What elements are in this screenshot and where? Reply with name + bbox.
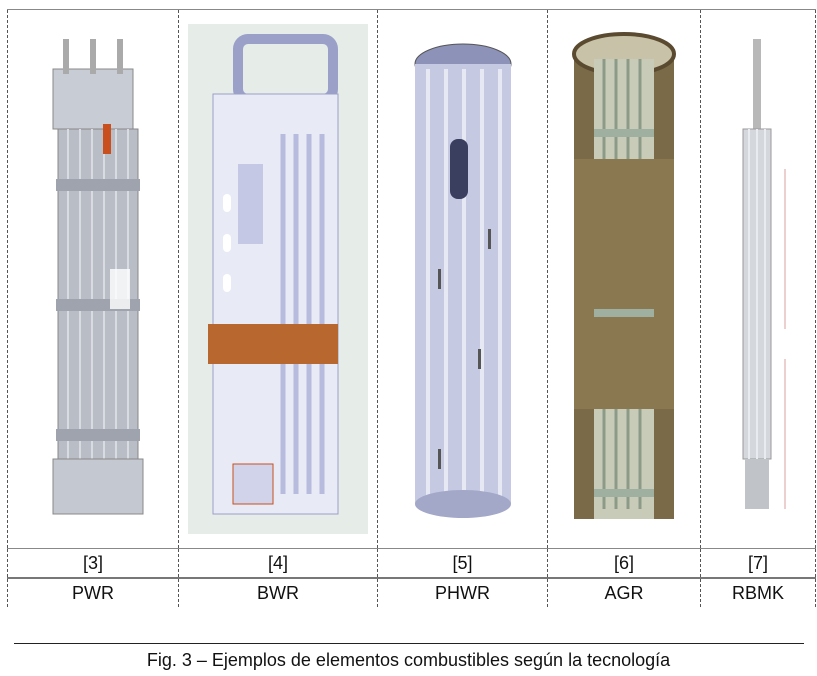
figure-caption: Fig. 3 – Ejemplos de elementos combustib… bbox=[146, 650, 671, 670]
agr-label: AGR bbox=[547, 578, 701, 607]
phwr-reference: [5] bbox=[377, 548, 548, 579]
phwr-label: PHWR bbox=[377, 578, 548, 607]
pwr-image-cell bbox=[7, 9, 179, 549]
agr-image-cell bbox=[547, 9, 701, 549]
pwr-fuel-assembly-image bbox=[52, 39, 144, 515]
caption-divider bbox=[14, 643, 804, 644]
pwr-reference: [3] bbox=[7, 548, 179, 579]
rbmk-fuel-assembly-image bbox=[742, 39, 786, 509]
bwr-image-cell bbox=[178, 9, 378, 549]
bwr-fuel-assembly-image bbox=[188, 24, 368, 534]
agr-fuel-element-image bbox=[572, 32, 676, 519]
agr-reference: [6] bbox=[547, 548, 701, 579]
phwr-image-cell bbox=[377, 9, 548, 549]
fuel-element-table: [3] [4] [5] [6] [7] PWR BWR PHWR AGR RBM… bbox=[7, 9, 816, 607]
pwr-label: PWR bbox=[7, 578, 179, 607]
bwr-label: BWR bbox=[178, 578, 378, 607]
phwr-fuel-bundle-image bbox=[414, 43, 511, 518]
rbmk-image-cell bbox=[700, 9, 816, 549]
bwr-reference: [4] bbox=[178, 548, 378, 579]
rbmk-label: RBMK bbox=[700, 578, 816, 607]
rbmk-reference: [7] bbox=[700, 548, 816, 579]
